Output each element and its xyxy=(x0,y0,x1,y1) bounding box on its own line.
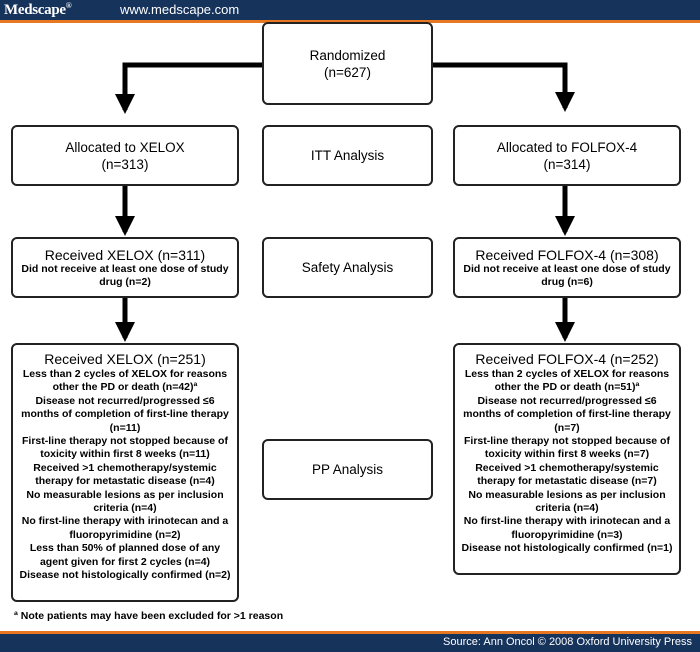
node-itt-analysis: ITT Analysis xyxy=(262,125,433,186)
exclusion-item: No measurable lesions as per inclusion c… xyxy=(468,488,666,515)
exclusion-item: Received >1 chemotherapy/systemic therap… xyxy=(475,461,659,488)
node-allocated-xelox: Allocated to XELOX (n=313) xyxy=(11,125,239,186)
site-url[interactable]: www.medscape.com xyxy=(120,2,240,17)
exclusion-item: No first-line therapy with irinotecan an… xyxy=(21,515,229,541)
footer-bar: Source: Ann Oncol © 2008 Oxford Universi… xyxy=(0,631,700,652)
source-credit: Source: Ann Oncol © 2008 Oxford Universi… xyxy=(443,636,692,648)
exclusion-item: Disease not histologically confirmed (n=… xyxy=(461,542,673,555)
node-randomized: Randomized (n=627) xyxy=(262,22,433,105)
node-safety-analysis: Safety Analysis xyxy=(262,237,433,298)
node-allocated-folfox: Allocated to FOLFOX-4 (n=314) xyxy=(453,125,681,186)
header-bar: Medscape® www.medscape.com xyxy=(0,0,700,23)
node-received-xelox: Received XELOX (n=311) Did not receive a… xyxy=(11,237,239,298)
footnote: ª Note patients may have been excluded f… xyxy=(14,610,284,622)
exclusion-item: No first-line therapy with irinotecan an… xyxy=(463,515,671,541)
medscape-logo[interactable]: Medscape® xyxy=(4,1,72,18)
exclusion-item: Received >1 chemotherapy/systemic therap… xyxy=(33,461,217,488)
exclusion-item: Disease not recurred/progressed ≤6 month… xyxy=(21,394,229,434)
node-received-folfox: Received FOLFOX-4 (n=308) Did not receiv… xyxy=(453,237,681,298)
node-pp-xelox: Received XELOX (n=251) Less than 2 cycle… xyxy=(11,343,239,602)
exclusion-item: First-line therapy not stopped because o… xyxy=(22,435,228,461)
node-pp-folfox: Received FOLFOX-4 (n=252) Less than 2 cy… xyxy=(453,343,681,575)
exclusion-item: First-line therapy not stopped because o… xyxy=(464,435,670,461)
connector-split-xelox xyxy=(115,62,262,114)
exclusion-item: Less than 2 cycles of XELOX for reasons … xyxy=(464,368,670,394)
exclusion-item: No measurable lesions as per inclusion c… xyxy=(26,488,224,515)
exclusion-item: Less than 50% of planned dose of any age… xyxy=(29,542,221,568)
node-pp-analysis: PP Analysis xyxy=(262,439,433,500)
exclusion-item: Less than 2 cycles of XELOX for reasons … xyxy=(22,368,228,394)
exclusion-item: Disease not histologically confirmed (n=… xyxy=(19,569,231,582)
exclusion-item: Disease not recurred/progressed ≤6 month… xyxy=(463,394,671,434)
